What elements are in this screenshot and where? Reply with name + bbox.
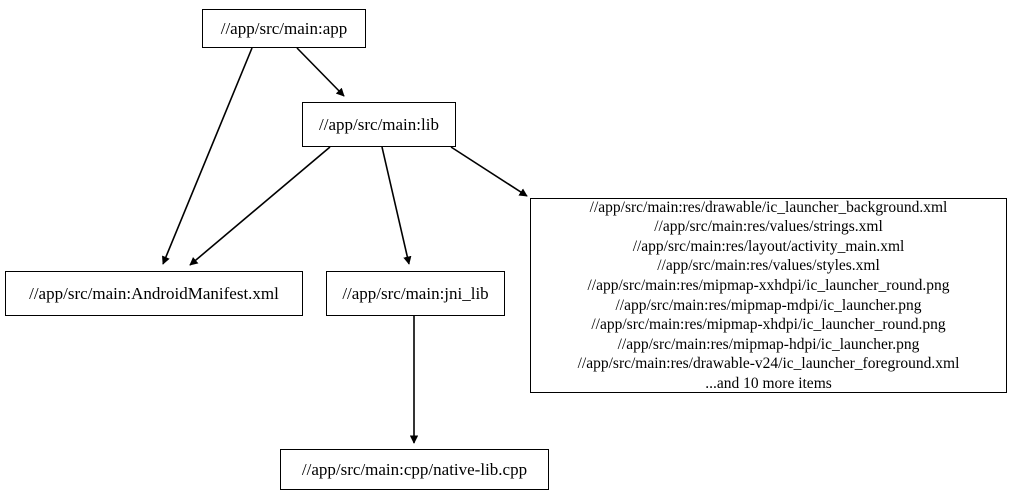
graph-node-resources-label: //app/src/main:res/drawable/ic_launcher_… [577, 198, 960, 392]
graph-node-jni-lib-label: //app/src/main:jni_lib [342, 284, 489, 303]
graph-node-app[interactable]: //app/src/main:app [202, 9, 366, 48]
graph-node-resources[interactable]: //app/src/main:res/drawable/ic_launcher_… [530, 198, 1007, 393]
graph-node-lib[interactable]: //app/src/main:lib [302, 102, 456, 147]
graph-node-jni-lib[interactable]: //app/src/main:jni_lib [326, 271, 505, 316]
graph-node-android-manifest[interactable]: //app/src/main:AndroidManifest.xml [5, 271, 303, 316]
graph-node-lib-label: //app/src/main:lib [319, 115, 439, 134]
graph-node-native-lib-cpp[interactable]: //app/src/main:cpp/native-lib.cpp [280, 449, 549, 490]
edge-lib-to-manifest [189, 146, 331, 266]
edge-app-to-lib [296, 47, 345, 97]
edge-app-to-manifest [162, 47, 253, 265]
edge-lib-to-jni-lib [381, 146, 412, 265]
graph-node-native-lib-cpp-label: //app/src/main:cpp/native-lib.cpp [301, 460, 528, 479]
graph-node-android-manifest-label: //app/src/main:AndroidManifest.xml [29, 284, 279, 303]
edge-lib-to-resources [450, 146, 528, 197]
graph-node-app-label: //app/src/main:app [220, 19, 348, 38]
